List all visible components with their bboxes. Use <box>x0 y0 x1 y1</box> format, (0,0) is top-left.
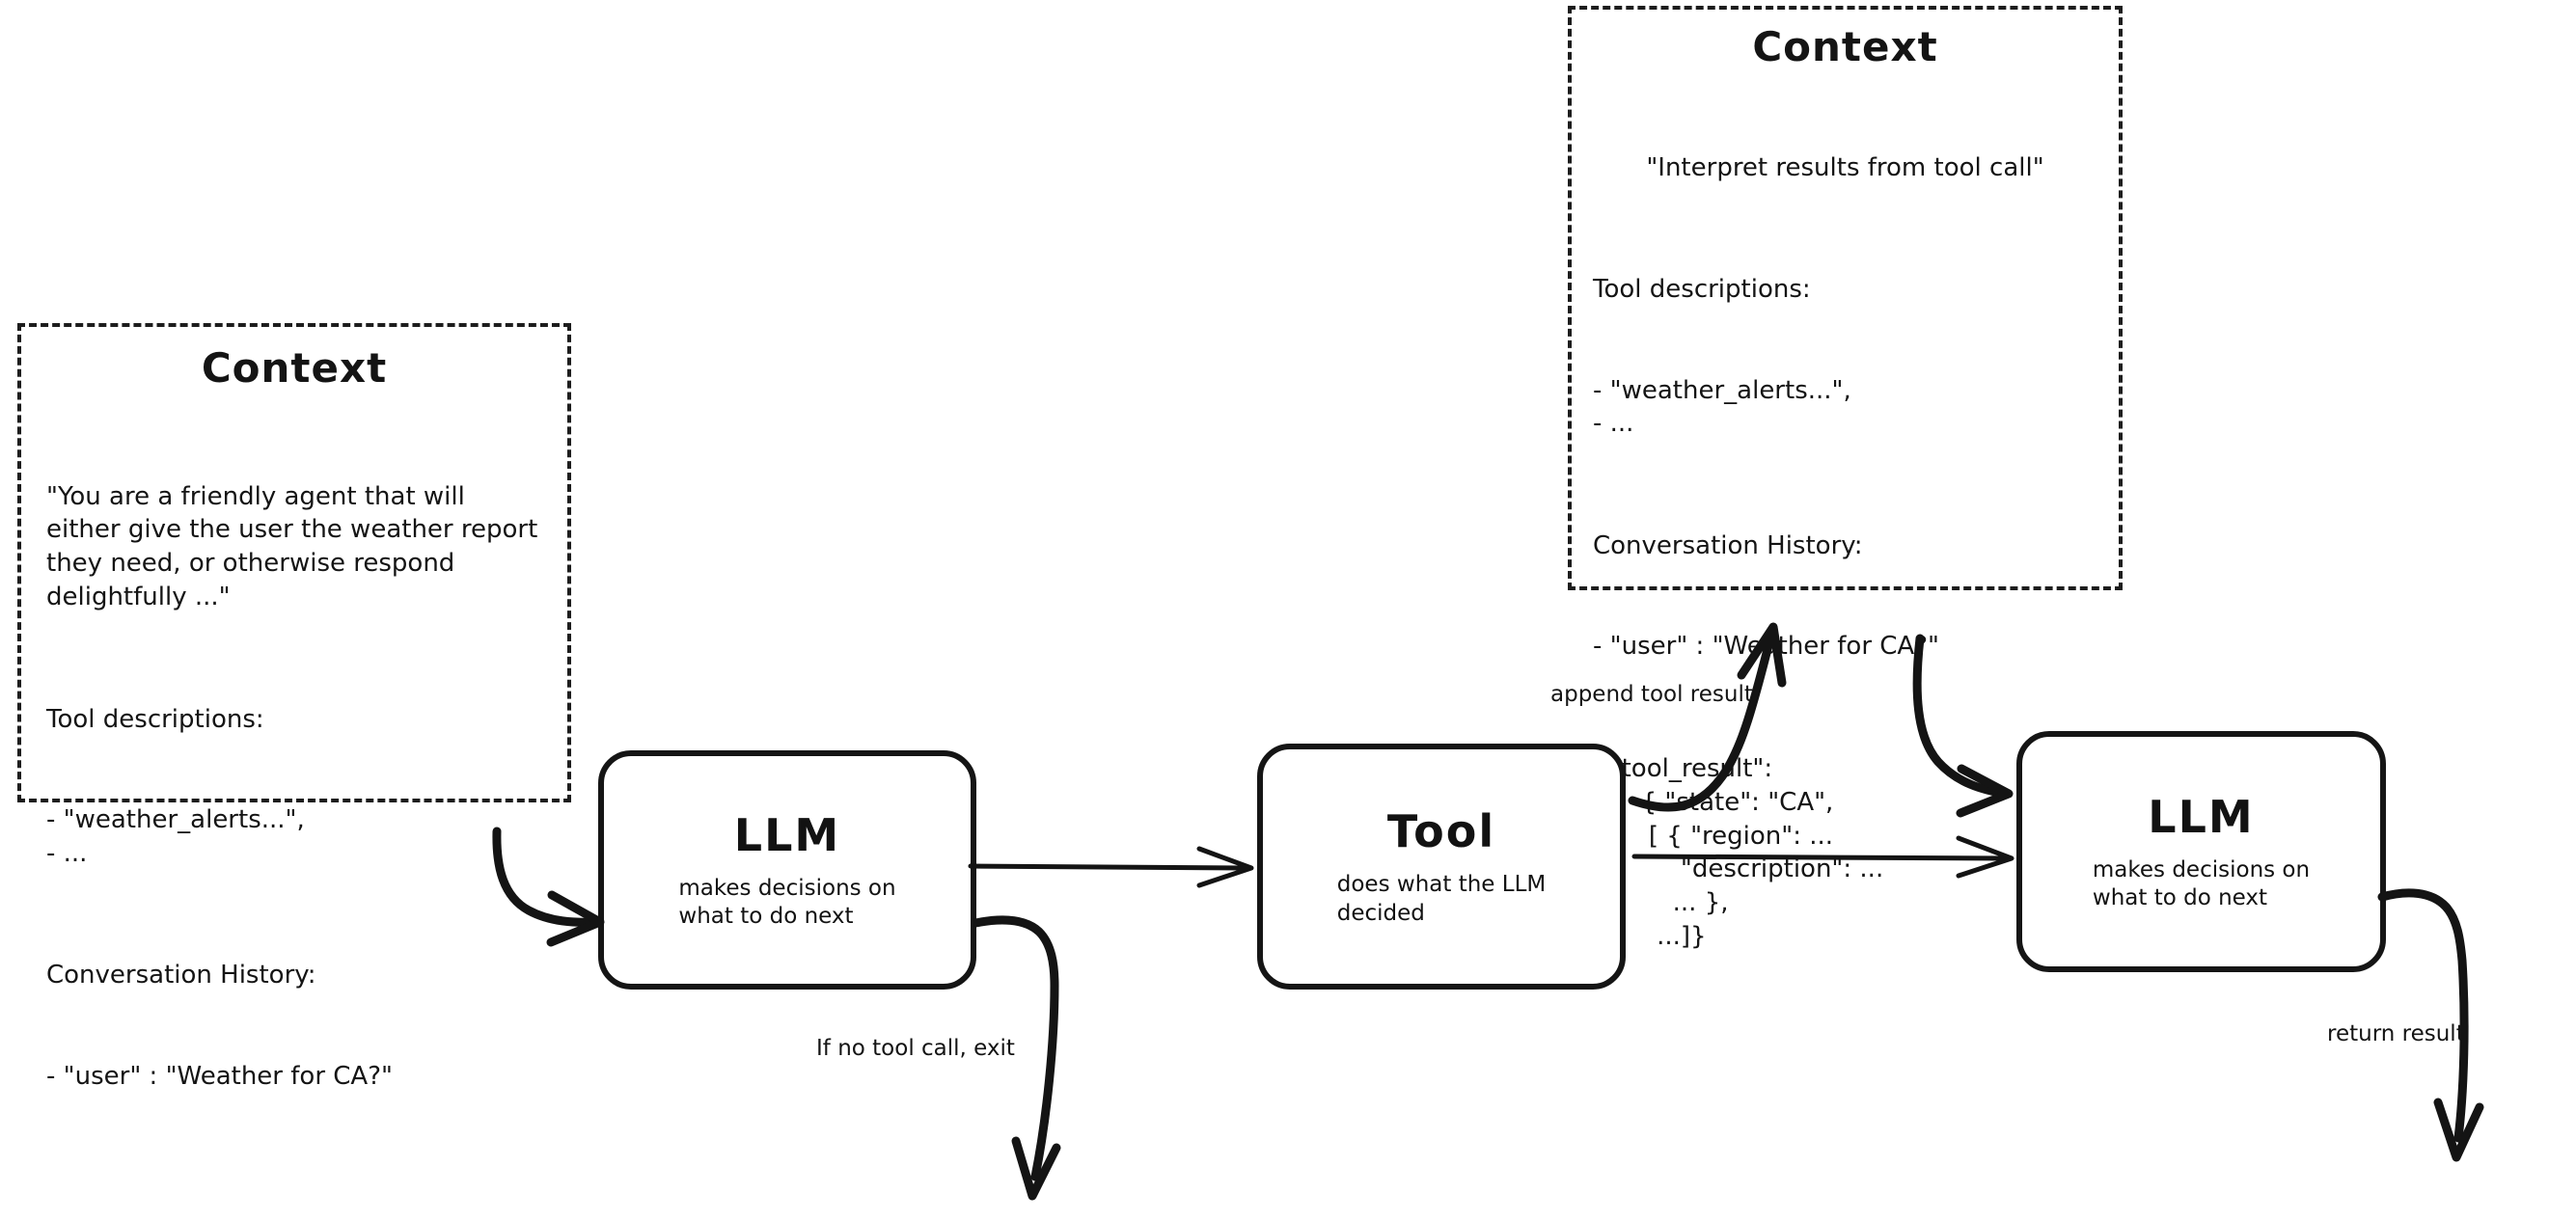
context-left-tools-header: Tool descriptions: <box>46 704 264 734</box>
edge-label-append-tool-result: append tool result <box>1550 682 1753 707</box>
context-right-tools-header: Tool descriptions: <box>1593 275 1811 305</box>
context-left-system-prompt: "You are a friendly agent that will eith… <box>46 481 546 612</box>
context-right-tools-items: - "weather_alerts...", - ... <box>1593 375 1851 439</box>
context-right-conversation-header: Conversation History: <box>1593 530 1863 560</box>
context-right-title: Context <box>1752 23 1938 70</box>
node-llm-left[interactable]: LLM makes decisions on what to do next <box>598 750 976 990</box>
arrow-llm-left-to-tool <box>968 846 1254 888</box>
edge-label-return-result: return result <box>2327 1021 2465 1046</box>
node-tool[interactable]: Tool does what the LLM decided <box>1257 744 1626 990</box>
node-llm-left-title: LLM <box>733 808 841 861</box>
node-llm-left-subtitle: makes decisions on what to do next <box>678 875 896 929</box>
context-left-conversation-header: Conversation History: <box>46 961 316 990</box>
node-tool-title: Tool <box>1386 805 1496 858</box>
context-box-left: Context "You are a friendly agent that w… <box>17 323 571 1091</box>
context-left-tools-items: - "weather_alerts...", - ... <box>46 805 305 868</box>
node-tool-subtitle: does what the LLM decided <box>1336 872 1547 926</box>
context-left-title: Context <box>201 344 388 392</box>
node-llm-right[interactable]: LLM makes decisions on what to do next <box>2016 731 2386 972</box>
node-llm-right-subtitle: makes decisions on what to do next <box>2092 856 2311 910</box>
context-right-system-prompt: "Interpret results from tool call" <box>1646 152 2044 182</box>
node-llm-right-title: LLM <box>2148 790 2255 843</box>
edge-label-exit: If no tool call, exit <box>816 1036 1015 1061</box>
context-left-conversation-items: - "user" : "Weather for CA?" <box>46 1061 393 1091</box>
context-right-conversation-user: - "user" : "Weather for CA?" <box>1593 632 1939 662</box>
context-box-right: Context "Interpret results from tool cal… <box>1568 6 2123 951</box>
